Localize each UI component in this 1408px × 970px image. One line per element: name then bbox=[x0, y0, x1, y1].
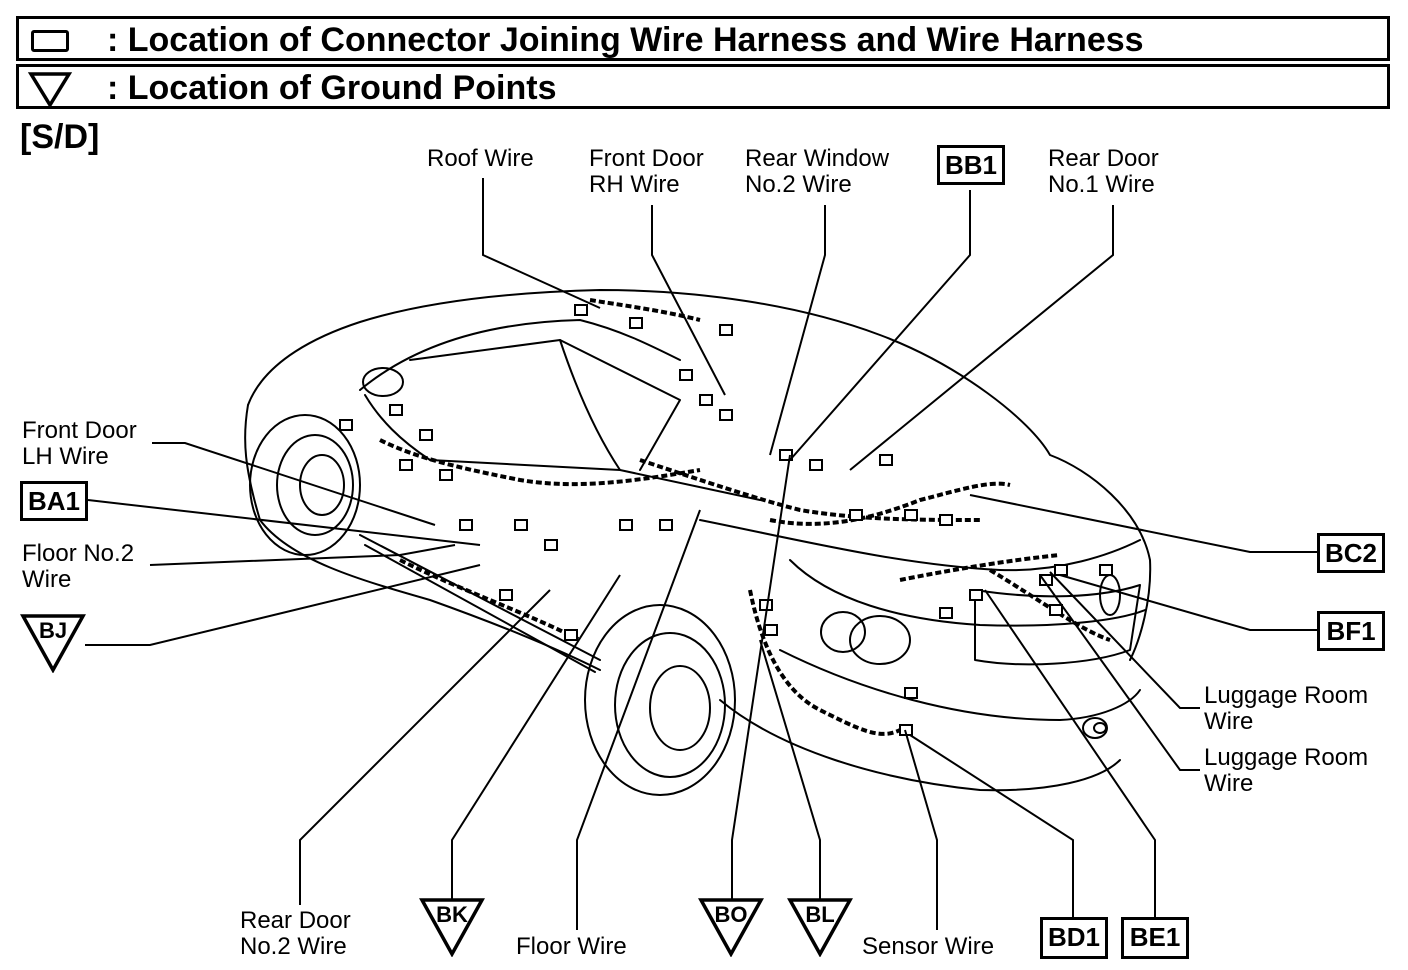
ground-bj-marker: BJ bbox=[20, 613, 86, 673]
connector-be1-box: BE1 bbox=[1121, 917, 1189, 959]
connector-symbol-icon bbox=[31, 30, 69, 52]
front-door-rh-label-line2: RH Wire bbox=[589, 171, 680, 198]
car-body-outline bbox=[244, 289, 1152, 796]
section-title: [S/D] bbox=[20, 118, 100, 156]
connector-blocks bbox=[339, 304, 1113, 736]
ground-triangle-icon bbox=[698, 898, 764, 957]
luggage-room-a-label-line2: Wire bbox=[1204, 708, 1254, 735]
floor-wire-label: Floor Wire bbox=[516, 933, 627, 960]
legend-connector-text: : Location of Connector Joining Wire Har… bbox=[107, 21, 1144, 59]
connector-bd1-box: BD1 bbox=[1040, 917, 1108, 959]
legend-ground-text: : Location of Ground Points bbox=[107, 69, 557, 107]
legend-connector-row: : Location of Connector Joining Wire Har… bbox=[16, 16, 1390, 61]
wire-harness-lines bbox=[379, 298, 1111, 736]
ground-bk-code: BK bbox=[436, 902, 468, 927]
roof-wire-label: Roof Wire bbox=[427, 145, 534, 172]
sensor-wire-label: Sensor Wire bbox=[862, 933, 995, 960]
luggage-room-a-label-line1: Luggage Room bbox=[1204, 682, 1369, 709]
front-door-lh-label-line1: Front Door bbox=[22, 417, 137, 444]
luggage-room-b-label-line2: Wire bbox=[1204, 770, 1254, 797]
connector-bb1-box: BB1 bbox=[937, 145, 1005, 185]
luggage-room-b-label-line1: Luggage Room bbox=[1204, 744, 1369, 771]
leader-lines bbox=[85, 178, 1317, 930]
rear-window-label-line2: No.2 Wire bbox=[745, 171, 852, 198]
ground-bo-code: BO bbox=[714, 902, 748, 927]
connector-bf1-box: BF1 bbox=[1317, 611, 1385, 651]
rear-door-no2-label-line1: Rear Door bbox=[240, 907, 351, 934]
connector-bc2-box: BC2 bbox=[1317, 533, 1385, 573]
ground-bo-marker: BO bbox=[698, 897, 764, 957]
connector-ba1-box: BA1 bbox=[20, 481, 88, 521]
floor-no2-label-line1: Floor No.2 bbox=[22, 540, 135, 567]
rear-door-no1-label-line1: Rear Door bbox=[1048, 145, 1159, 172]
ground-bl-code: BL bbox=[805, 902, 835, 927]
ground-bl-marker: BL bbox=[787, 897, 853, 957]
ground-bk-marker: BK bbox=[419, 897, 485, 957]
ground-symbol-icon bbox=[27, 72, 73, 108]
ground-triangle-icon bbox=[20, 614, 86, 673]
front-door-rh-label-line1: Front Door bbox=[589, 145, 704, 172]
rear-door-no2-label-line2: No.2 Wire bbox=[240, 933, 347, 960]
floor-no2-label-line2: Wire bbox=[22, 566, 72, 593]
ground-triangle-icon bbox=[419, 898, 485, 957]
rear-door-no1-label-line2: No.1 Wire bbox=[1048, 171, 1155, 198]
ground-triangle-icon bbox=[787, 898, 853, 957]
ground-bj-code: BJ bbox=[38, 618, 68, 643]
front-door-lh-label-line2: LH Wire bbox=[22, 443, 109, 470]
rear-window-label-line1: Rear Window bbox=[745, 145, 890, 172]
legend-ground-row: : Location of Ground Points bbox=[16, 64, 1390, 109]
